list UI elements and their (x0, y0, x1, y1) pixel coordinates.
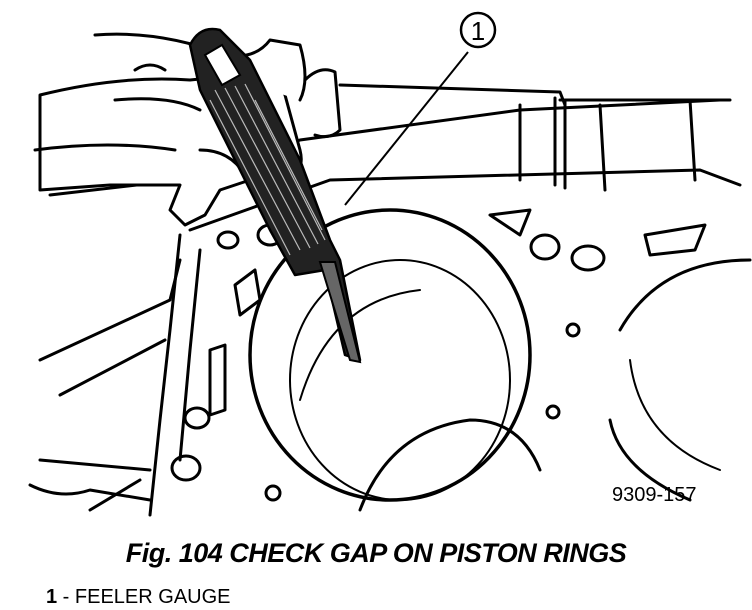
feeler-gauge (188, 27, 362, 364)
drawing-id: 9309-157 (612, 484, 697, 506)
callout-leader (344, 51, 469, 206)
callout-number: 1 (471, 16, 485, 46)
illustration: 1 9309-157 (28, 11, 752, 517)
figure-caption: Fig. 104 CHECK GAP ON PISTON RINGS (125, 538, 627, 568)
engine-block-drawing: 1 9309-157 (28, 11, 752, 517)
legend-label: FEELER GAUGE (74, 586, 231, 608)
legend-number: 1 (46, 586, 58, 608)
legend-separator: - (57, 586, 75, 608)
callout-circle (459, 11, 497, 49)
legend-item: 1 - FEELER GAUGE (46, 586, 231, 609)
